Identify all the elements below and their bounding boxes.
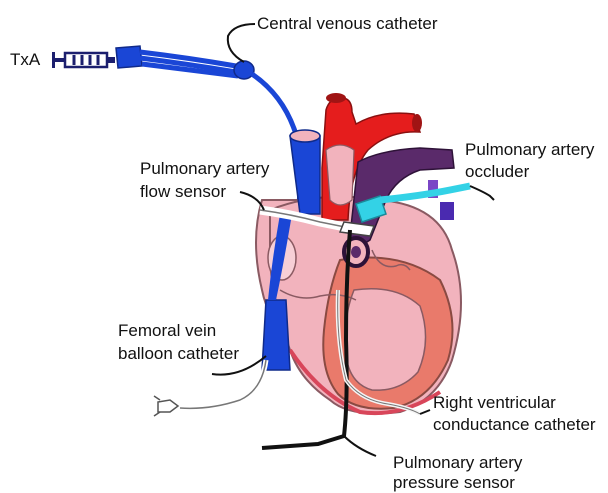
femoral-balloon-catheter — [154, 356, 266, 416]
central-venous-catheter-label: Central venous catheter — [257, 13, 438, 34]
pa-pressure-sensor-label-line2: pressure sensor — [393, 472, 515, 493]
pa-occluder-label-line1: Pulmonary artery — [465, 139, 594, 160]
rv-conductance-label-line1: Right ventricular — [433, 392, 556, 413]
txa-label: TxA — [10, 49, 40, 70]
pa-flow-sensor-label-line1: Pulmonary artery — [140, 158, 269, 179]
rv-conductance-label-line2: conductance catheter — [433, 414, 596, 435]
femoral-vein-label-line1: Femoral vein — [118, 320, 216, 341]
femoral-vein-label-line2: balloon catheter — [118, 343, 239, 364]
syringe-icon — [52, 52, 115, 68]
pa-occluder-label-line2: occluder — [465, 161, 529, 182]
pa-pressure-sensor-label-line1: Pulmonary artery — [393, 452, 522, 473]
pa-flow-sensor-label-line2: flow sensor — [140, 181, 226, 202]
